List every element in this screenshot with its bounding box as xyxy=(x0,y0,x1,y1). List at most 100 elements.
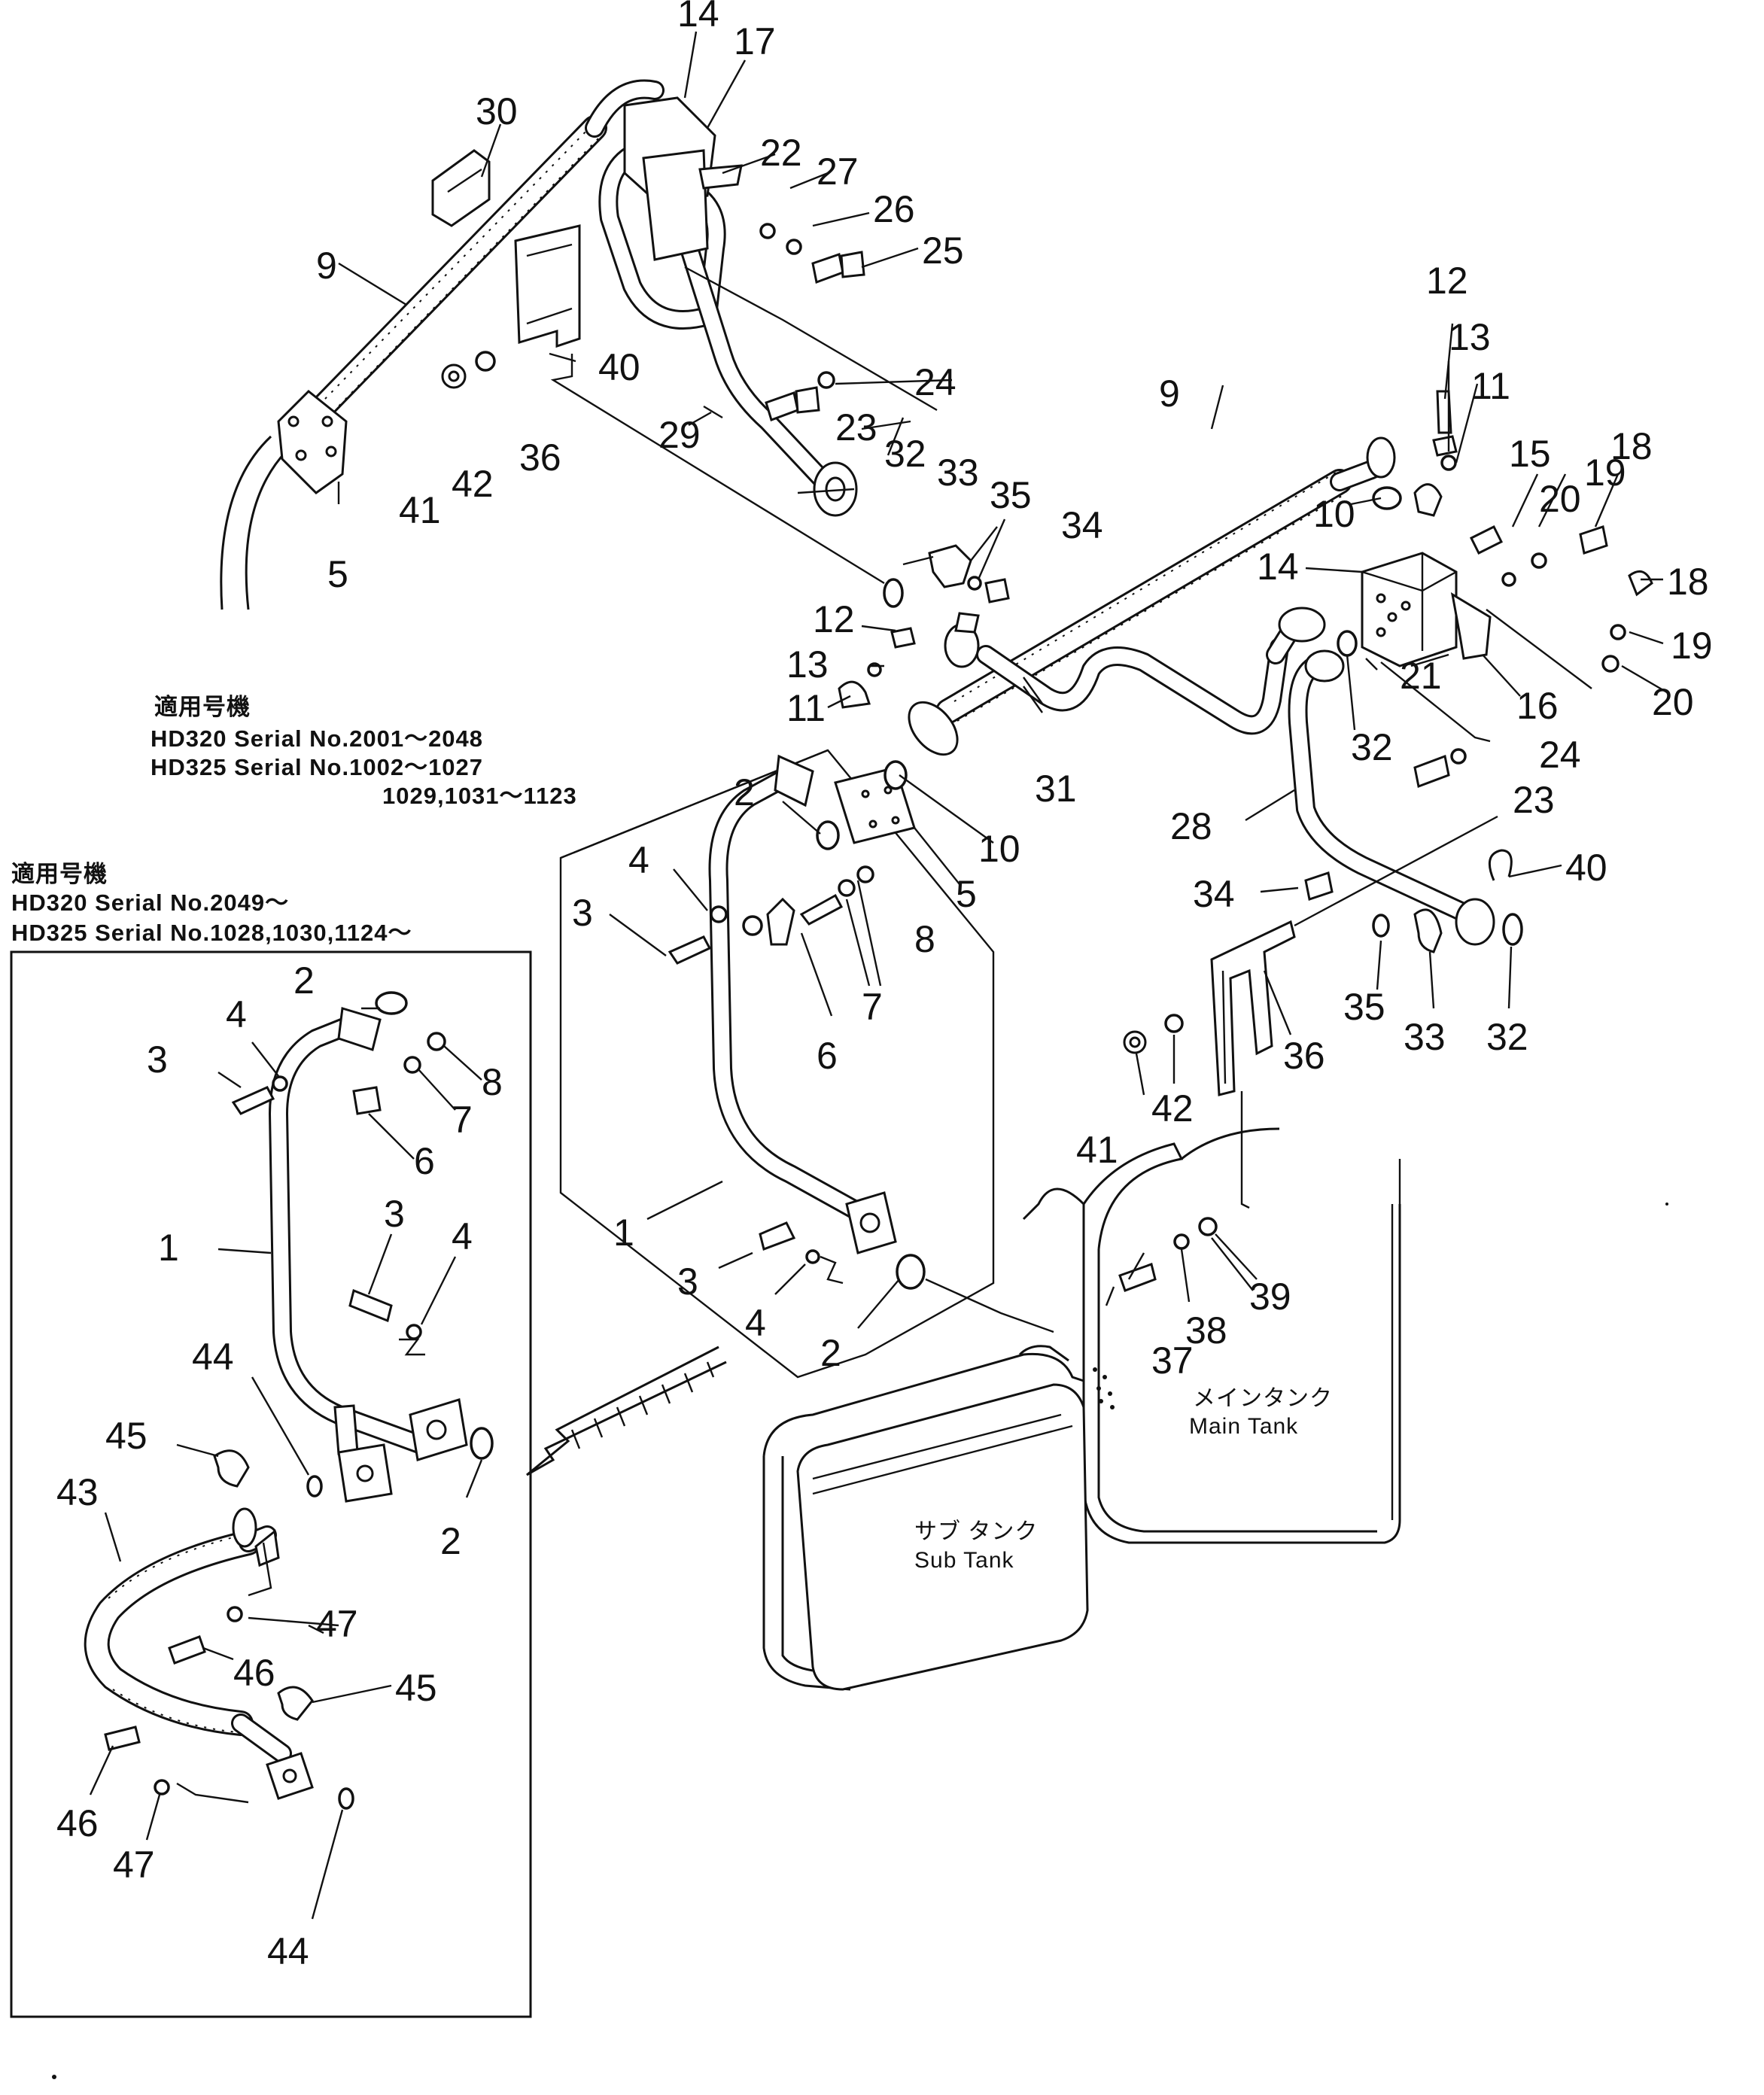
leader-inset-4 xyxy=(399,1338,425,1356)
callout-36-upper: 36 xyxy=(519,436,561,479)
callout-14: 14 xyxy=(677,0,719,35)
callout-14-right: 14 xyxy=(1257,546,1299,588)
callout-24-upper: 24 xyxy=(914,361,957,403)
leader-inset-47b xyxy=(176,1782,249,1804)
hose-43-inset xyxy=(84,1507,314,1800)
callout-12-right: 12 xyxy=(1426,260,1468,302)
callout-leaders xyxy=(89,31,1668,1920)
callout-47-inset-top: 47 xyxy=(316,1603,358,1645)
callout-11-right: 11 xyxy=(1471,365,1510,407)
callout-31: 31 xyxy=(1035,768,1077,810)
note-upper-line3: 1029,1031〜1123 xyxy=(382,783,577,809)
callout-44-inset-bottom: 44 xyxy=(267,1930,309,1972)
leader-40-upper xyxy=(550,354,885,585)
callout-8-inset: 8 xyxy=(482,1061,503,1103)
callout-40-upper: 40 xyxy=(598,346,640,388)
callout-numbers: 14 17 30 22 27 26 25 9 40 24 23 29 41 42… xyxy=(56,0,1713,1972)
callout-47-inset-bottom: 47 xyxy=(113,1844,155,1886)
bracket-36-right xyxy=(1210,920,1296,1096)
callout-43: 43 xyxy=(56,1471,99,1513)
callout-12-center: 12 xyxy=(813,598,855,640)
hose-9-left xyxy=(307,115,607,423)
main-tank-label-jp: メインタンク xyxy=(1193,1386,1333,1411)
bracket-36-upper xyxy=(514,224,581,348)
callout-19-lower: 19 xyxy=(1671,625,1713,667)
callout-13-center: 13 xyxy=(786,643,829,686)
callout-20-upper: 20 xyxy=(1539,478,1581,520)
callout-2-box-top: 2 xyxy=(734,771,755,813)
leader-inset-47 xyxy=(248,1542,272,1597)
pipe-1-center xyxy=(708,754,897,1254)
flange-28-31-ends xyxy=(944,607,1495,946)
pipe-1-inset xyxy=(269,1007,468,1503)
callout-5-upper: 5 xyxy=(327,553,348,595)
speck xyxy=(1665,1203,1668,1206)
flange-hose-9-end xyxy=(908,436,1396,756)
flange-29-end xyxy=(813,461,858,517)
bracket-30 xyxy=(431,149,491,227)
leader-bolt-18 xyxy=(1486,609,1592,689)
hardware-center xyxy=(799,544,1010,926)
callout-7-inset: 7 xyxy=(452,1099,473,1141)
callout-2-inset-bottom: 2 xyxy=(440,1520,461,1562)
callout-18-lower: 18 xyxy=(1667,561,1709,603)
main-tank: メインタンク Main Tank xyxy=(1022,1127,1401,1544)
callout-4-box-top: 4 xyxy=(628,839,649,881)
inset-box-late xyxy=(10,950,532,2018)
callout-15: 15 xyxy=(1509,433,1551,475)
callout-26: 26 xyxy=(873,188,915,230)
callout-4-inset-top: 4 xyxy=(226,993,247,1035)
callout-8-box: 8 xyxy=(914,918,935,960)
callout-7-box: 7 xyxy=(862,986,883,1028)
callout-45-inset-top: 45 xyxy=(105,1415,148,1457)
clip-40-right xyxy=(1488,849,1513,881)
note-lower: 適用号機 HD320 Serial No.2049〜 HD325 Serial … xyxy=(11,861,412,946)
callout-3-inset-top: 3 xyxy=(147,1038,168,1081)
callout-34-right: 34 xyxy=(1193,873,1235,915)
callout-29: 29 xyxy=(658,414,701,456)
hardware-center-lower xyxy=(668,897,926,1290)
callout-40-right: 40 xyxy=(1565,847,1607,889)
callout-24-right: 24 xyxy=(1539,734,1581,776)
callout-4-box-bottom: 4 xyxy=(745,1302,766,1344)
callout-45-inset-bottom: 45 xyxy=(395,1667,437,1709)
callout-10-right: 10 xyxy=(1313,493,1355,535)
callout-36-right: 36 xyxy=(1283,1035,1325,1077)
callout-39: 39 xyxy=(1249,1276,1291,1318)
callout-16: 16 xyxy=(1516,685,1559,727)
pipe-31 xyxy=(976,637,1289,735)
callout-35-right: 35 xyxy=(1343,986,1385,1028)
callout-23-upper: 23 xyxy=(835,406,877,448)
leader-36-37 xyxy=(1240,1091,1250,1209)
callout-41-right: 41 xyxy=(1076,1129,1118,1171)
speck xyxy=(52,2075,56,2079)
callout-6-inset: 6 xyxy=(414,1140,435,1182)
note-upper-title: 適用号機 xyxy=(154,694,251,720)
valve-block-14-upper xyxy=(585,79,743,261)
left-lower-pipe xyxy=(220,435,287,610)
note-upper-line1: HD320 Serial No.2001〜2048 xyxy=(151,725,483,752)
leader-box-2 xyxy=(925,1278,1054,1333)
callout-25: 25 xyxy=(922,230,964,272)
note-lower-line1: HD320 Serial No.2049〜 xyxy=(11,889,289,916)
callout-9-left: 9 xyxy=(316,245,337,287)
callout-23-right: 23 xyxy=(1513,779,1555,821)
callout-3-box-bottom: 3 xyxy=(677,1260,698,1303)
callout-1-box: 1 xyxy=(613,1212,634,1254)
leader-bolt-25 xyxy=(684,266,938,412)
tank-connection-dots xyxy=(1093,1367,1115,1409)
callout-17: 17 xyxy=(734,20,776,62)
main-tank-label-en: Main Tank xyxy=(1189,1414,1298,1439)
callout-13-right: 13 xyxy=(1449,316,1491,358)
callout-32-right: 32 xyxy=(1351,726,1393,768)
callout-27: 27 xyxy=(817,151,859,193)
hatched-arrow xyxy=(526,1345,727,1476)
pipe-29 xyxy=(598,141,834,491)
callout-35-upper: 35 xyxy=(990,474,1032,516)
callout-46-inset-top: 46 xyxy=(233,1652,275,1694)
callout-5-box: 5 xyxy=(956,873,977,915)
note-lower-line2: HD325 Serial No.1028,1030,1124〜 xyxy=(11,920,412,946)
callout-4-inset-mid: 4 xyxy=(452,1215,473,1257)
